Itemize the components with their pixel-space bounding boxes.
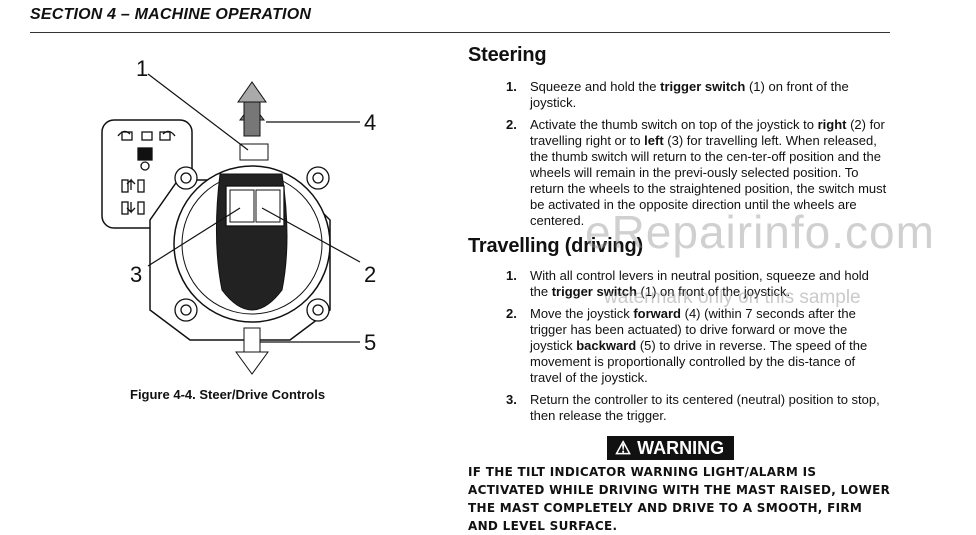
steer-drive-figure: 1 2 3 4 5 Figure 4-4. Steer/Drive Contro… — [30, 40, 450, 420]
warning-badge: ⚠WARNING — [607, 436, 735, 460]
step-item: 2.Activate the thumb switch on top of th… — [506, 117, 887, 228]
step-item: 1.Squeeze and hold the trigger switch (1… — [506, 79, 849, 110]
bold-term: right — [817, 117, 847, 132]
warning-label: WARNING — [637, 438, 725, 458]
section-header: SECTION 4 – MACHINE OPERATION — [30, 6, 890, 33]
callout-1: 1 — [136, 56, 149, 81]
section-title: SECTION 4 – MACHINE OPERATION — [30, 6, 312, 23]
figure-caption: Figure 4-4. Steer/Drive Controls — [130, 387, 326, 402]
step-number: 3. — [506, 392, 517, 407]
bold-term: trigger switch — [660, 79, 746, 94]
backward-arrow-shaft — [243, 327, 261, 353]
trigger-switch — [239, 143, 269, 161]
steering-steps: 1.Squeeze and hold the trigger switch (1… — [468, 79, 888, 229]
step-number: 1. — [506, 268, 517, 283]
step-number: 2. — [506, 306, 517, 321]
steer-symbol-icon — [117, 130, 176, 171]
step-number: 2. — [506, 117, 517, 132]
warning-text: IF THE TILT INDICATOR WARNING LIGHT/ALAR… — [468, 465, 891, 533]
step-item: 2.Move the joystick forward (4) (within … — [506, 306, 868, 385]
bold-term: forward — [633, 306, 681, 321]
callout-3: 3 — [130, 262, 143, 287]
travelling-heading: Travelling (driving) — [468, 235, 643, 257]
step-number: 1. — [506, 79, 517, 94]
step-item: 3.Return the controller to its centered … — [506, 392, 880, 423]
backward-arrow-icon — [235, 351, 269, 375]
callout-5: 5 — [364, 330, 377, 355]
callout-4: 4 — [364, 110, 377, 135]
leader-lines — [147, 73, 361, 343]
joystick-diagram — [101, 73, 361, 375]
watermark-main: eRepairinfo.com — [585, 206, 935, 258]
callout-2: 2 — [364, 262, 377, 287]
bold-term: trigger switch — [551, 284, 637, 299]
steering-heading: Steering — [468, 44, 547, 66]
bold-term: backward — [576, 338, 637, 353]
mounting-bolts — [174, 166, 330, 322]
travelling-steps: 1.With all control levers in neutral pos… — [468, 268, 888, 424]
instructions-column: Steering 1.Squeeze and hold the trigger … — [468, 40, 888, 430]
watermark-sub: watermark only on this sample — [604, 287, 861, 308]
step-item: 1.With all control levers in neutral pos… — [506, 268, 869, 299]
forward-arrow-head — [237, 81, 267, 103]
warning-triangle-icon: ⚠ — [615, 438, 632, 458]
drive-symbol-icon — [121, 178, 145, 215]
forward-arrow-shaft — [243, 101, 261, 137]
bold-term: left — [644, 133, 664, 148]
